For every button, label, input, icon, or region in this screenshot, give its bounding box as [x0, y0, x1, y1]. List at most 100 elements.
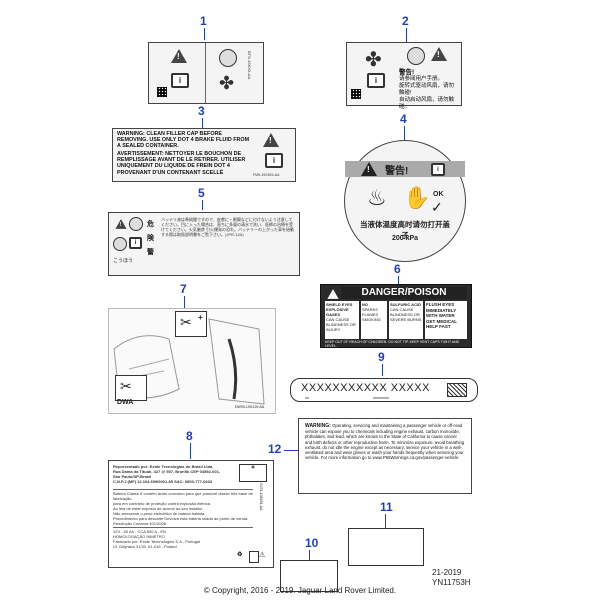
warning-triangle-icon: ⚠ — [259, 552, 266, 559]
callout-2: 2 — [402, 14, 409, 28]
callout-4: 4 — [400, 112, 407, 126]
label-1-cooling-fan-warning: i ✤ BTX-19XXX-AA — [148, 42, 264, 104]
warning-triangle-icon — [431, 47, 447, 61]
leader-line — [382, 364, 383, 376]
panel-text: SPARKS — [362, 307, 378, 312]
brake-warning-fr: AVERTISSEMENT: NETTOYER LE BOUCHON DE RE… — [117, 151, 246, 176]
hand-fan-icon — [219, 49, 237, 67]
warning-line: 自动启动风扇，请勿触碰。 — [399, 97, 455, 110]
leader-line — [406, 28, 407, 42]
panel-text: SHIELD EYES — [326, 302, 353, 307]
danger-char: 危 — [147, 221, 154, 228]
body-line: para em contrário de proteção contra exp… — [113, 501, 212, 506]
hot-coolant-icon: ♨ — [367, 185, 387, 210]
warning-text-block: 警告! 请参阅用户手册。 旋转式驱动风扇，请勿触碰! 自动启动风扇，请勿触碰。 — [399, 69, 459, 111]
fan-icon: ✤ — [219, 73, 235, 93]
panel-text: SULFURIC ACID — [390, 302, 421, 307]
label-10-blank — [280, 560, 338, 592]
callout-1: 1 — [200, 14, 207, 28]
brazil-header: Representado por: Exide Tecnologias do B… — [113, 464, 237, 484]
leader-line — [202, 118, 203, 128]
sub-code-right: xxxxxxxx — [373, 395, 389, 400]
clamp-icon: ✂ — [180, 314, 192, 330]
callout-7: 7 — [180, 282, 187, 296]
panel-text: EXPLOSIVE GASES — [326, 307, 349, 317]
body-line: Resolução Conama 401/2008. — [113, 521, 168, 526]
callout-11: 11 — [380, 500, 393, 514]
panel-text: FLAMES — [362, 312, 379, 317]
warning-triangle-icon — [263, 133, 279, 147]
spec-line: HOMOLOGAÇÃO INMETRO — [113, 534, 165, 539]
spec-line: Fabricado por: Exide Technologies S.A., … — [113, 539, 201, 544]
side-text: こうほう — [113, 258, 134, 264]
header-line: Representado por: Exide Tecnologias do B… — [113, 464, 214, 469]
callout-8: 8 — [186, 429, 193, 443]
leader-line — [404, 126, 405, 140]
pressure-value: 200 kPa — [391, 235, 419, 242]
danger-footer: KEEP OUT OF REACH OF CHILDREN. DO NOT TI… — [325, 340, 460, 348]
panel-text: SMOKING — [362, 317, 381, 322]
warning-triangle-icon — [113, 217, 129, 231]
no-flames-panel: NO SPARKS FLAMES SMOKING — [361, 301, 387, 339]
clamp-icon: ✂ — [120, 378, 132, 394]
spec-line: Ul. Gdynska 31/33, 61-016 - Poland — [113, 544, 177, 549]
vin-code: XXXXXXXXXXX XXXXX — [301, 382, 430, 394]
bin-icon — [249, 551, 259, 563]
callout-5: 5 — [198, 186, 205, 200]
prop65-text-block: WARNING: Operating, servicing and mainta… — [305, 423, 465, 460]
qr-code-icon — [157, 87, 167, 97]
battery-warning-text: バッテリ液は希硫酸ですので、皮膚に・眼鏡などに付けないよう注意してください。目に… — [161, 217, 295, 237]
leader-line — [309, 550, 310, 560]
spec-line: 12V - 60 Ah - CCA 600 A - EN — [113, 529, 166, 534]
label-5-battery-warning-jp: i こうほう 危 険 警 バッテリ液は希硫酸ですので、皮膚に・眼鏡などに付けない… — [108, 212, 300, 276]
body-line: Ao leia de estar exposto de acordo ao se… — [113, 506, 203, 511]
prop65-lead: WARNING: — [305, 423, 331, 429]
drawing-number: YN11753H — [432, 578, 471, 587]
prop65-text: Operating, servicing and maintaining a p… — [305, 423, 465, 461]
leader-line — [398, 276, 399, 284]
eye-protection-icon — [113, 237, 127, 251]
header-line: Rua Dama da Tituah, 427 @ 507, Bronfik C… — [113, 469, 220, 474]
callout-12: 12 — [268, 442, 282, 456]
no-fire-icon — [129, 217, 143, 231]
copyright: © Copyright, 2016 - 2019. Jaguar Land Ro… — [203, 586, 397, 595]
divider — [113, 527, 253, 528]
divider — [205, 43, 206, 103]
part-code: DW93-19G129-AA — [235, 405, 265, 409]
panel-text: FLUSH EYES IMMEDIATELY WITH WATER — [426, 302, 457, 318]
sub-code-left: xx — [305, 395, 309, 400]
warning-heading: 警告! — [385, 166, 409, 177]
panel-text: GET MEDICAL HELP FAST — [426, 318, 457, 330]
warning-line: 请参阅用户手册。 — [399, 76, 444, 82]
manual-book-icon: i — [367, 73, 385, 88]
part-code: BTX-19XXX-AA — [247, 51, 252, 80]
hand-fan-icon — [407, 47, 425, 65]
warning-heading: 警告! — [399, 69, 415, 76]
callout-10: 10 — [305, 536, 319, 550]
leader-line — [204, 28, 205, 40]
callout-9: 9 — [378, 350, 385, 364]
leader-line — [202, 200, 203, 210]
callout-6: 6 — [394, 262, 401, 276]
inmetro-seal: ▦ — [239, 464, 267, 482]
hand-cap-icon: ✋ — [403, 185, 431, 210]
danger-char: 警 — [147, 249, 154, 256]
cap-warning-text: 当液体温度高时请勿打开盖子 — [360, 220, 450, 240]
drawing-date: 21-2019 — [432, 568, 462, 577]
shield-eyes-panel: SHIELD EYES EXPLOSIVE GASES CAN CAUSE BL… — [325, 301, 359, 339]
body-line: Bateria Classe 8 contém ácido corrosivo … — [113, 491, 253, 501]
recycle-icon: ♻ — [237, 552, 243, 558]
fan-icon: ✤ — [365, 49, 382, 71]
panel-text: CAN CAUSE BLINDNESS OR SEVERE BURNS — [390, 307, 422, 322]
label-2-cooling-fan-warning-cn: ✤ i 警告! 请参阅用户手册。 旋转式驱动风扇，请勿触碰! 自动启动风扇，请勿… — [346, 42, 462, 110]
leader-line — [190, 443, 191, 459]
label-3-brake-fluid-warning: WARNING: CLEAN FILLER CAP BEFORE REMOVIN… — [112, 128, 296, 182]
leader-line — [184, 296, 185, 308]
divider — [113, 489, 253, 490]
label-8-battery-brazil: Representado por: Exide Tecnologias do B… — [108, 460, 274, 568]
manual-book-icon: i — [431, 163, 445, 176]
body-line: Procedimento para descarte Devolva esta … — [113, 516, 249, 521]
header-line: Sao Paulo/SP-Brasil — [113, 474, 152, 479]
acid-panel: SULFURIC ACID CAN CAUSE BLINDNESS OR SEV… — [389, 301, 423, 339]
manual-book-icon: i — [171, 73, 189, 88]
